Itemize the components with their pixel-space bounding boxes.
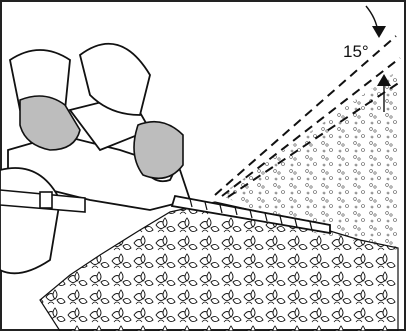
angle-indicator bbox=[365, 5, 391, 112]
angle-guide-lines bbox=[214, 35, 401, 198]
angle-label: 15° bbox=[343, 42, 369, 61]
work-gloves bbox=[19, 95, 184, 180]
hedge-top-surface bbox=[220, 70, 398, 250]
hedge-foliage bbox=[39, 201, 399, 332]
operator-belt bbox=[0, 189, 86, 213]
arrow-up-icon bbox=[377, 74, 391, 86]
arrow-down-icon bbox=[372, 26, 386, 38]
